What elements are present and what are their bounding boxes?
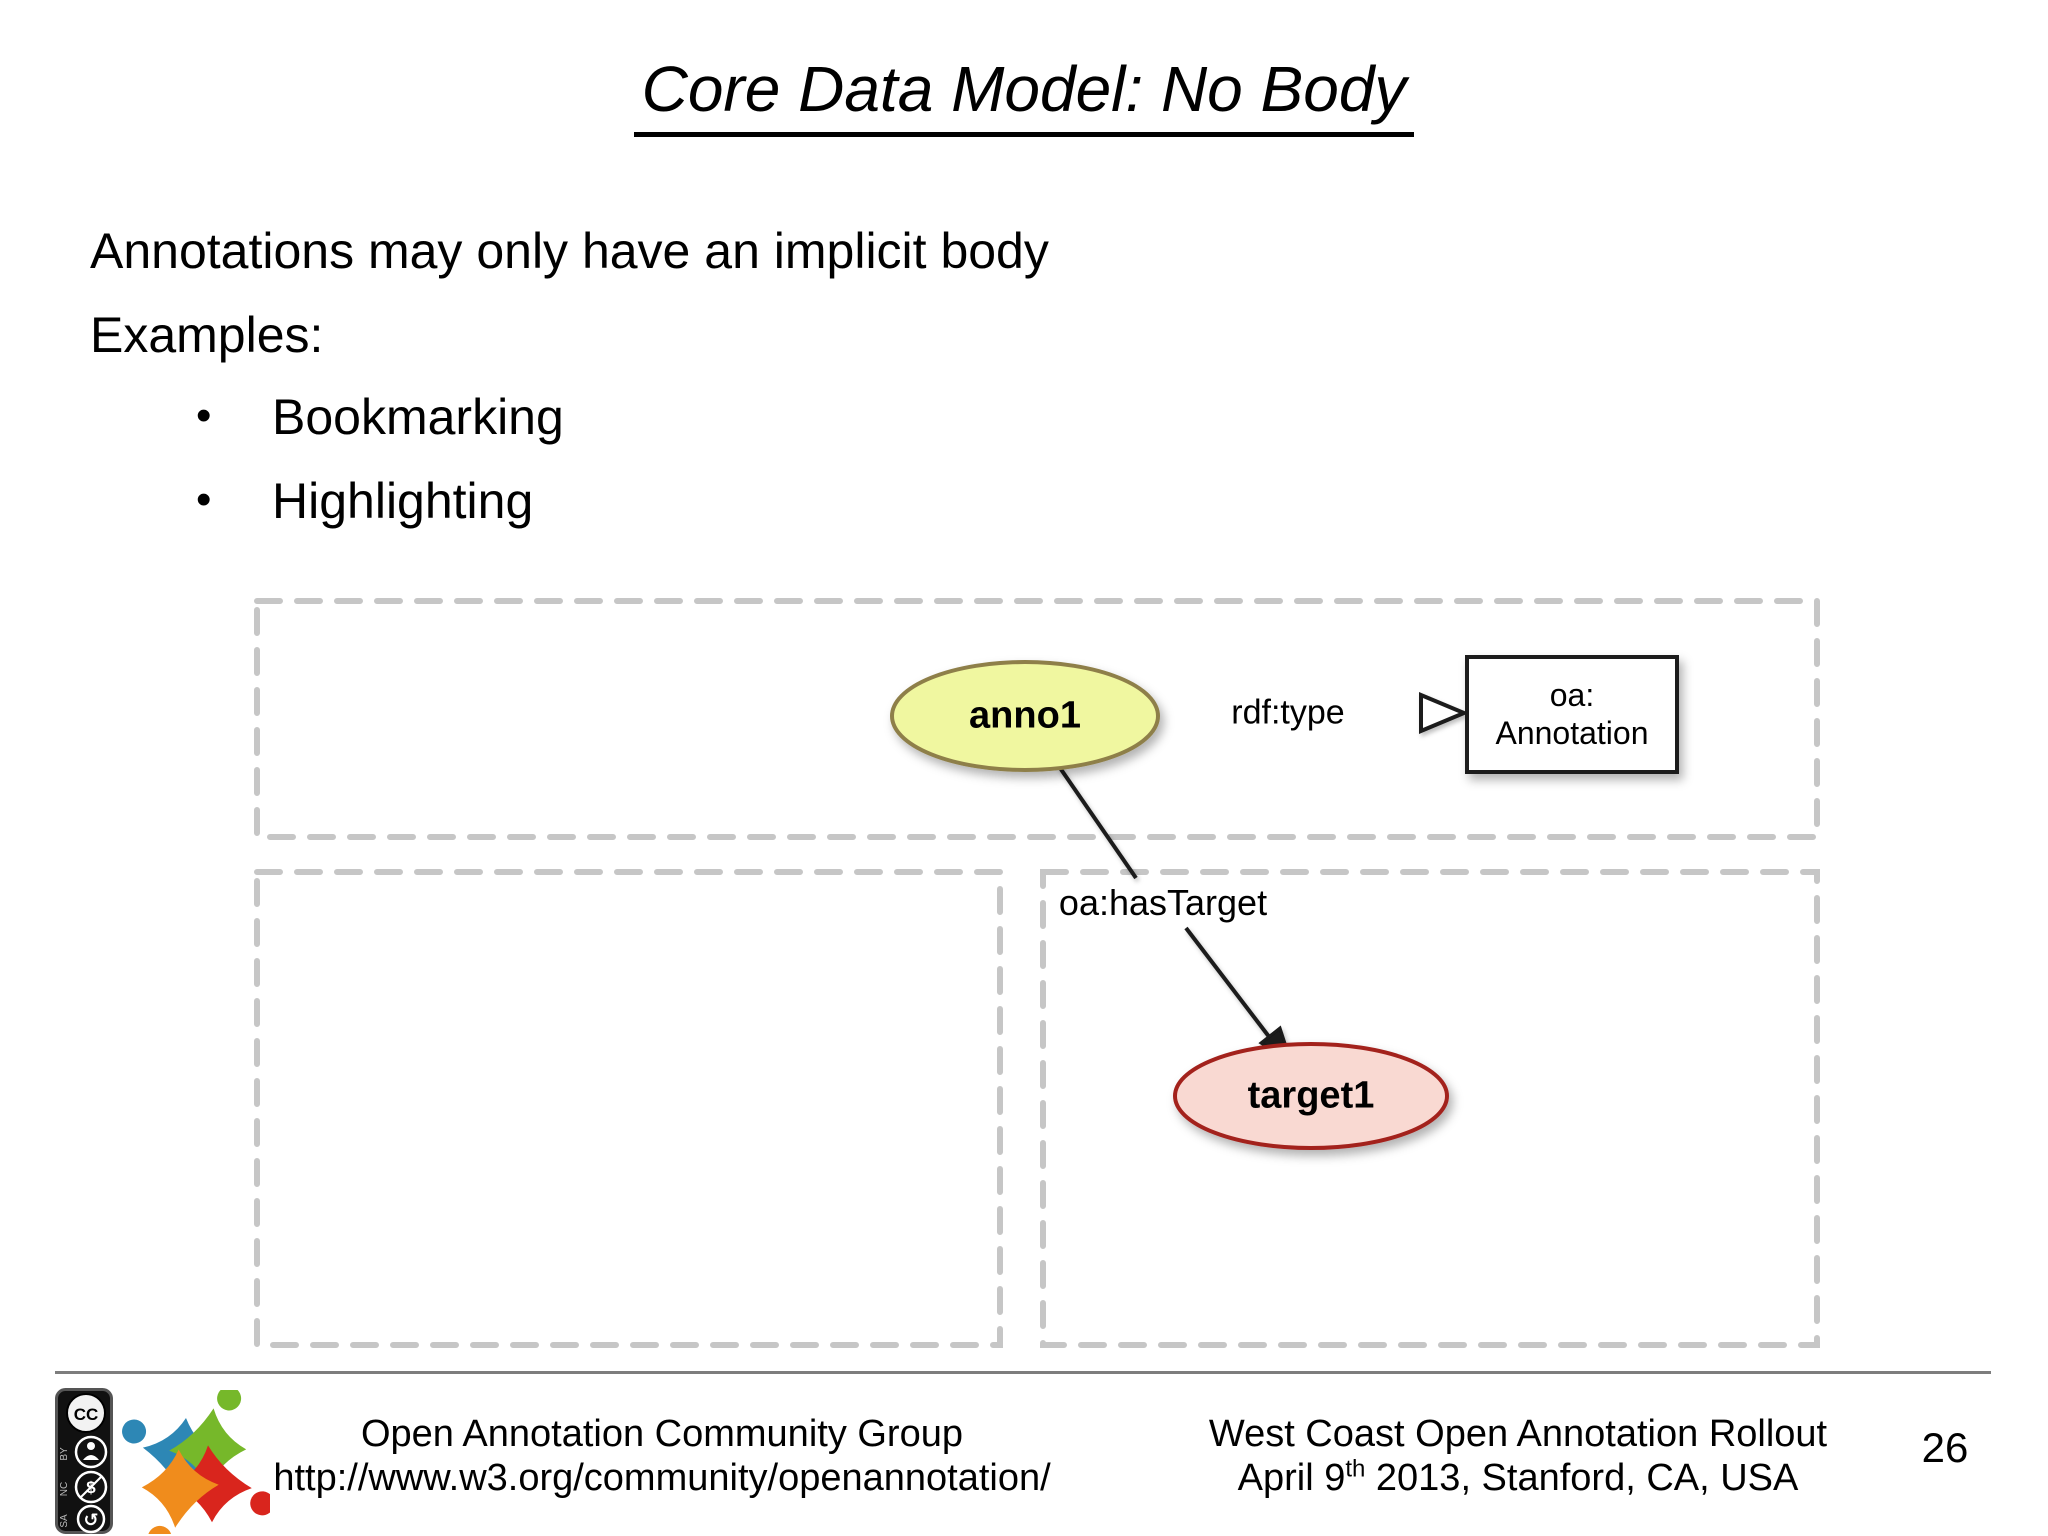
anno1-node-ellipse <box>890 660 1160 772</box>
annotation-dashed-box <box>254 598 1820 840</box>
bullet-marker: • <box>196 475 212 524</box>
rdftype-edge-label: rdf:type <box>1231 693 1345 732</box>
bullet-item-highlighting: • Highlighting <box>196 474 533 529</box>
person-icon <box>87 1442 95 1450</box>
footer-event-date: April 9th 2013, Stanford, CA, USA <box>1209 1456 1827 1500</box>
target1-node-label: target1 <box>1247 1074 1375 1117</box>
slide-page-number: 26 <box>1921 1424 1969 1471</box>
bullet-label: Bookmarking <box>272 389 564 445</box>
footer-date-ordinal: th <box>1345 1455 1366 1483</box>
cc-by-nc-sa-license-icon: CC BY NC $ SA ↺ <box>55 1388 113 1534</box>
anno1-node-label: anno1 <box>969 694 1081 737</box>
person-body-icon <box>83 1455 99 1460</box>
footer-event-name: West Coast Open Annotation Rollout <box>1208 1413 1828 1455</box>
slide-title: Core Data Model: No Body <box>633 52 1415 137</box>
oa-annotation-type-box <box>1465 655 1679 774</box>
body-text-examples: Examples: <box>90 307 324 363</box>
oa-annotation-type-label: oa: Annotation <box>1495 676 1648 752</box>
cc-sa-label: SA <box>59 1514 70 1528</box>
rdftype-open-arrowhead <box>1419 691 1470 735</box>
hastarget-edge-line-lower <box>1184 926 1272 1040</box>
footer-left-text: Open Annotation Community Group http://w… <box>273 1412 1050 1500</box>
open-annotation-community-logo-icon <box>120 1390 270 1534</box>
footer-divider <box>55 1371 1991 1374</box>
target-dashed-box <box>1040 869 1820 1348</box>
hastarget-edge-line-upper <box>1056 763 1138 880</box>
bullet-marker: • <box>196 391 212 440</box>
type-label-line2: Annotation <box>1495 715 1649 751</box>
title-container: Core Data Model: No Body <box>0 52 2048 137</box>
body-text-line: Annotations may only have an implicit bo… <box>90 223 1049 279</box>
body-dashed-box <box>254 869 1003 1348</box>
cc-by-label: BY <box>59 1447 70 1461</box>
cc-nc-label: NC <box>59 1482 70 1496</box>
footer-group-name: Open Annotation Community Group <box>360 1413 963 1455</box>
footer-right-text: West Coast Open Annotation Rollout April… <box>1209 1412 1827 1500</box>
bullet-item-bookmarking: • Bookmarking <box>196 390 564 445</box>
footer-date-pre: April 9 <box>1237 1457 1346 1499</box>
footer-group-url: http://www.w3.org/community/openannotati… <box>273 1457 1051 1499</box>
cc-glyph: CC <box>74 1405 99 1424</box>
target1-node-ellipse <box>1173 1042 1449 1150</box>
footer-date-post: 2013, Stanford, CA, USA <box>1365 1457 1799 1499</box>
bullet-label: Highlighting <box>272 473 534 529</box>
hastarget-edge-label: oa:hasTarget <box>1058 882 1268 923</box>
type-label-line1: oa: <box>1549 677 1595 713</box>
share-alike-icon: ↺ <box>83 1510 98 1531</box>
